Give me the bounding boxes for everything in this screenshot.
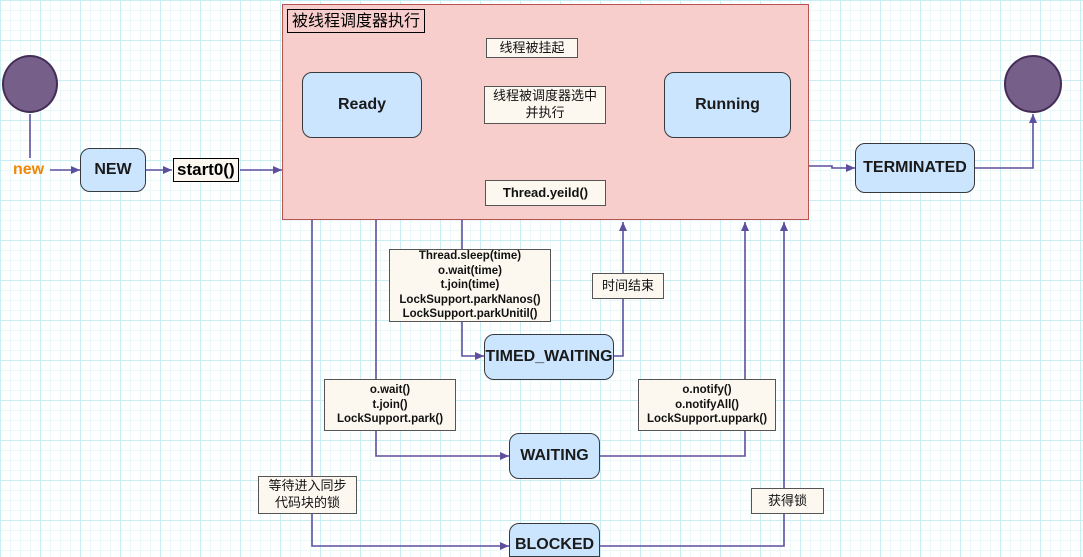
note-selected: 线程被调度器选中 并执行 — [484, 86, 606, 124]
arrow-waiting-back — [600, 222, 749, 457]
arrow-to-waiting — [375, 220, 509, 460]
state-waiting: WAITING — [509, 433, 600, 479]
initial-node — [2, 55, 58, 113]
note-notify-calls: o.notify() o.notifyAll() LockSupport.upp… — [638, 379, 776, 431]
note-got-lock: 获得锁 — [751, 488, 824, 514]
note-time-up: 时间结束 — [592, 273, 664, 299]
note-yield: Thread.yeild() — [485, 180, 606, 206]
start0-label: start0() — [173, 158, 239, 182]
note-timed-calls: Thread.sleep(time) o.wait(time) t.join(t… — [389, 249, 551, 322]
frame-title: 被线程调度器执行 — [287, 9, 426, 33]
state-running: Running — [664, 72, 791, 138]
note-wait-sync: 等待进入同步 代码块的锁 — [258, 476, 357, 514]
state-new: NEW — [80, 148, 146, 192]
arrow-timed-waiting-back — [614, 222, 627, 357]
arrow-to-blocked — [311, 220, 509, 550]
note-wait-calls: o.wait() t.join() LockSupport.park() — [324, 379, 456, 431]
state-timed-waiting: TIMED_WAITING — [484, 334, 614, 380]
arrow-terminated-to-end — [975, 114, 1037, 169]
state-blocked: BLOCKED — [509, 523, 600, 557]
final-node — [1004, 55, 1062, 113]
state-terminated: TERMINATED — [855, 143, 975, 193]
arrow-blocked-back — [600, 222, 788, 547]
note-suspended: 线程被挂起 — [486, 38, 578, 58]
new-label: new — [13, 161, 45, 178]
arrow-frame-to-terminated — [809, 164, 855, 172]
state-ready: Ready — [302, 72, 422, 138]
